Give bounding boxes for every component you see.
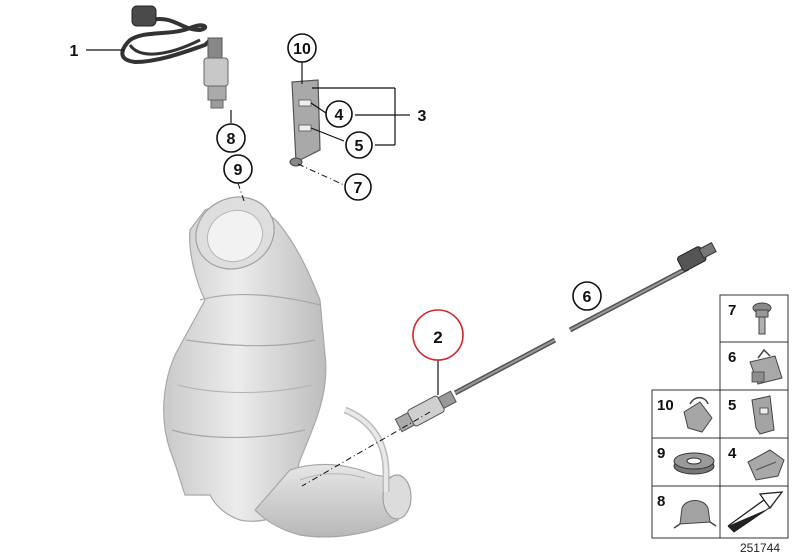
- parts-table: 7 6 10 5 9 4 8: [651, 294, 789, 539]
- callout-3: 3: [418, 108, 427, 125]
- callout-5-label: 5: [355, 138, 364, 155]
- callout-9-label: 9: [234, 162, 243, 179]
- callout-7-label: 7: [354, 180, 363, 197]
- washer-part: [673, 452, 715, 475]
- callout-2-label: 2: [433, 328, 442, 347]
- table-label-10: 10: [657, 397, 674, 414]
- sensor-bracket: [289, 79, 321, 167]
- holder-bracket-part: [751, 395, 775, 435]
- callout-5: 5: [345, 131, 373, 159]
- catalytic-converter: [163, 196, 412, 538]
- callout-3-label: 3: [418, 108, 427, 125]
- callout-6-label: 6: [583, 289, 592, 306]
- bolt-part: [752, 302, 772, 335]
- table-label-4: 4: [728, 445, 737, 462]
- callout-4-label: 4: [335, 107, 344, 124]
- callout-10-label: 10: [293, 41, 311, 58]
- callout-2: 2: [412, 309, 464, 361]
- callout-1: 1: [70, 43, 79, 60]
- arrow-symbol-icon: [727, 491, 784, 533]
- holder-clip-part: [683, 396, 713, 433]
- callout-8: 8: [216, 123, 246, 153]
- upper-oxygen-sensor: [120, 5, 229, 109]
- callout-2-highlight: [412, 309, 464, 361]
- lower-oxygen-sensor: [394, 241, 717, 433]
- callout-7: 7: [344, 173, 372, 201]
- callout-4: 4: [325, 100, 353, 128]
- leader-lines: [86, 49, 439, 487]
- callout-8-label: 8: [227, 131, 236, 148]
- cable-clip-part: [749, 348, 783, 385]
- callout-10: 10: [287, 33, 317, 63]
- callout-9: 9: [223, 154, 253, 184]
- clamp-part: [747, 449, 785, 481]
- spring-clip-part: [673, 500, 717, 529]
- callout-6: 6: [572, 281, 602, 311]
- table-label-8: 8: [657, 493, 665, 510]
- table-label-5: 5: [728, 397, 736, 414]
- document-number: 251744: [740, 541, 780, 555]
- table-label-6: 6: [728, 349, 736, 366]
- callout-1-label: 1: [70, 43, 79, 60]
- table-label-9: 9: [657, 445, 665, 462]
- table-label-7: 7: [728, 302, 736, 319]
